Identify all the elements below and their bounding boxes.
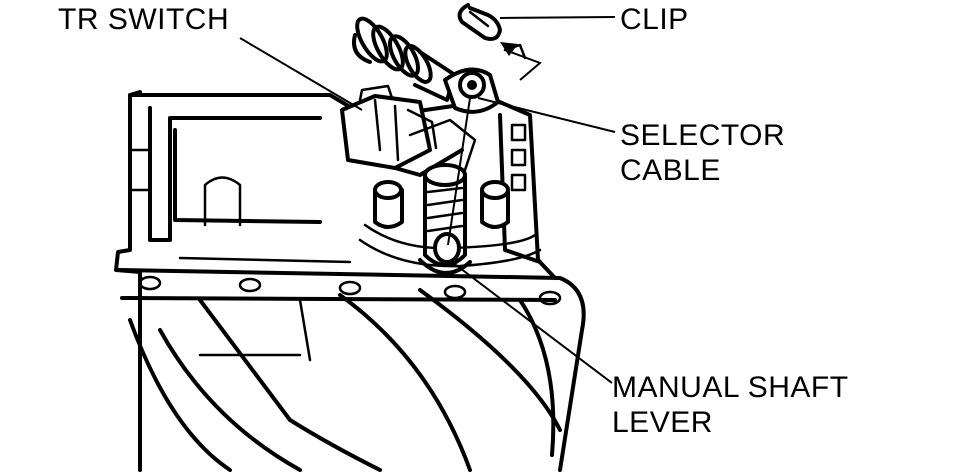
manual-shaft-leader <box>451 261 613 384</box>
tr-switch <box>340 84 477 177</box>
manual-shaft-lever <box>418 163 472 275</box>
oil-pan <box>116 268 586 472</box>
selector-cable-label-line1: SELECTOR <box>620 119 786 152</box>
tr-switch-leader <box>239 37 363 111</box>
manual-shaft-lever-label: MANUAL SHAFT LEVER <box>612 370 849 440</box>
lever-pointer-line <box>447 97 471 246</box>
clip-label: CLIP <box>620 3 689 36</box>
selector-cable-label-line2: CABLE <box>620 154 721 187</box>
bolt-right <box>480 180 510 229</box>
selector-cable-label: SELECTOR CABLE <box>620 118 785 188</box>
clip <box>457 3 542 81</box>
manual-shaft-lever-label-line1: MANUAL SHAFT <box>612 371 849 404</box>
tr-switch-label: TR SWITCH <box>58 3 230 36</box>
clip-leader <box>499 16 616 19</box>
bolt-left <box>373 180 404 229</box>
selector-cable-leader <box>477 97 616 133</box>
manual-shaft-lever-label-line2: LEVER <box>612 406 713 439</box>
